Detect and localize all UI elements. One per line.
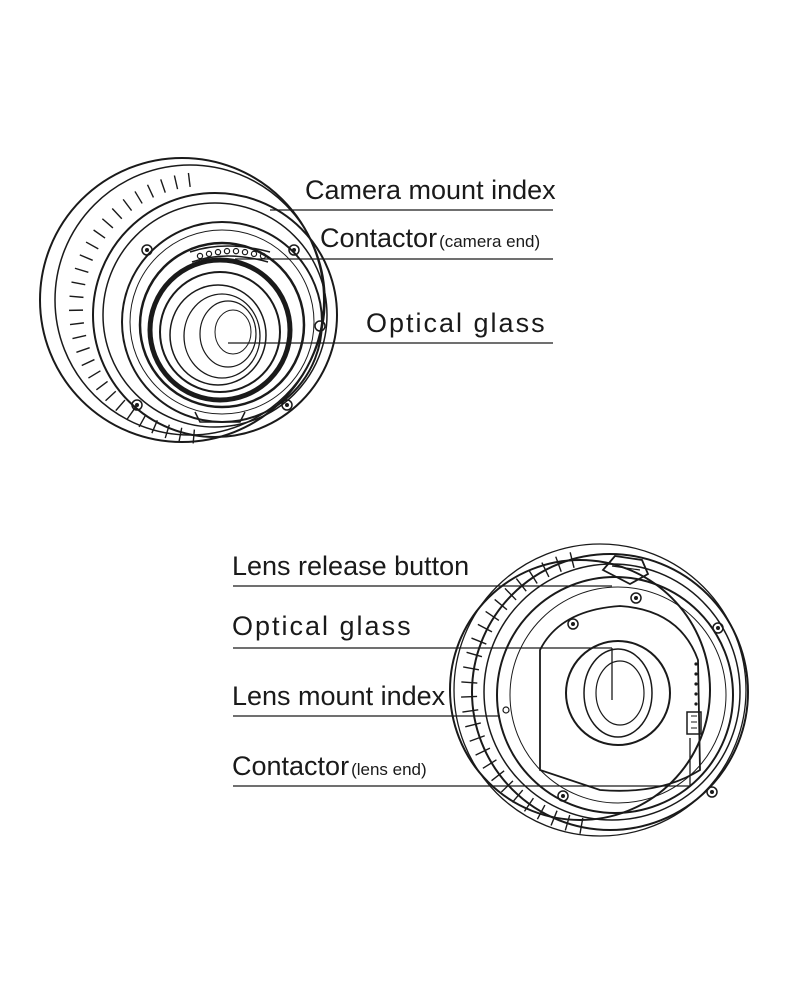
grip-rib [115,399,126,412]
optical-glass-text: Optical glass [366,308,547,338]
grip-rib [93,229,106,239]
contact-pin [214,248,222,256]
contactor-note-text: (camera end) [439,232,541,251]
grip-rib [461,695,478,698]
bottom-lens-illustration [449,543,749,837]
grip-rib [485,610,500,622]
grip-rib [515,578,527,592]
grip-rib [504,587,517,601]
contact-pin [223,247,231,255]
lens-release-button-text: Lens release button [232,551,470,581]
grip-rib [471,637,487,645]
optical-glass-text: Optical glass [232,611,413,641]
grip-rib [192,429,196,444]
grip-rib [138,414,147,428]
contactor-text: Contactor [320,223,438,253]
grip-rib [494,598,508,611]
contactor-note-text: (lens end) [351,760,427,779]
grip-rib [74,267,89,274]
grip-rib [160,179,166,193]
grip-rib [122,198,133,211]
camera-mount-index-text: Camera mount index [305,175,556,205]
contactor-pins-lens-end [686,662,702,735]
grip-rib [81,358,95,367]
grip-rib [126,407,136,420]
grip-rib [69,295,84,299]
grip-rib [475,747,491,756]
lens-mount-index-text: Lens mount index [232,681,446,711]
label-optical-glass-top: Optical glass [366,310,547,337]
grip-rib [88,370,101,379]
grip-rib [579,817,584,834]
top-leader-lines [228,209,553,344]
grip-rib [477,623,493,633]
label-camera-mount-index: Camera mount index [305,177,556,204]
grip-rib [69,322,84,326]
grip-rib [95,380,108,391]
label-optical-glass-bottom: Optical glass [232,613,413,640]
grip-rib [491,770,505,782]
grip-rib [466,651,483,658]
grip-rib [146,184,155,198]
grip-rib [173,175,179,190]
grip-rib [111,208,123,220]
contactor-pins-camera-end [196,247,267,260]
grip-ribs-top [69,172,196,444]
grip-rib [72,334,87,340]
label-contactor-camera-end: Contactor(camera end) [320,225,540,252]
top-lens-illustration [39,157,338,444]
grip-rib [465,722,481,728]
contactor-text: Contactor [232,751,350,781]
contact-pin [241,248,249,256]
grip-rib [71,281,86,286]
grip-rib [178,427,183,442]
label-contactor-lens-end: Contactor(lens end) [232,753,427,780]
mount-screws-top [131,244,300,411]
label-lens-release-button: Lens release button [232,553,469,580]
grip-rib [187,172,191,187]
grip-rib [469,735,485,742]
grip-rib [101,218,114,229]
grip-rib [511,789,524,803]
grip-rib [76,347,90,353]
grip-rib [79,254,93,261]
contact-pin [250,250,258,258]
grip-rib [482,759,497,769]
grip-rib [461,681,478,684]
contact-pin [205,250,213,258]
grip-rib [463,666,480,671]
contact-pin [232,247,240,255]
grip-rib [105,390,117,402]
bottom-leader-lines [233,585,691,787]
grip-rib [134,191,143,204]
grip-rib [85,241,99,250]
contact-pin [196,252,204,260]
label-lens-mount-index: Lens mount index [232,683,445,710]
grip-rib [462,709,479,713]
mount-screws-bottom [557,592,724,802]
